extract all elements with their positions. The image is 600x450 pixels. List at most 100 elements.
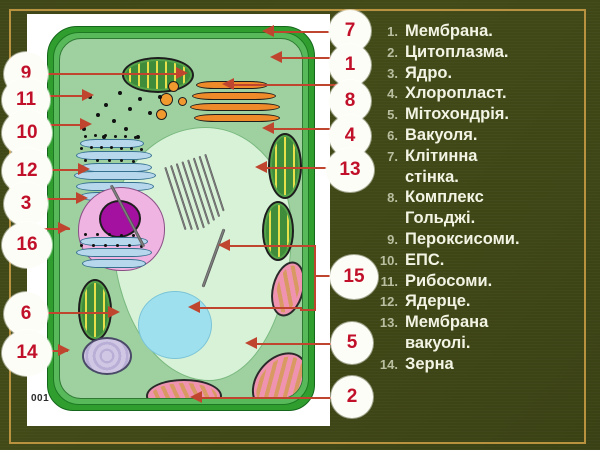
callout-3-label: 3 [20,193,32,214]
legend-label: Мітохондрія. [405,105,510,124]
bracket-15 [300,245,316,311]
legend-label: Ядро. [405,63,453,82]
callout-10-label: 10 [16,122,38,143]
chloroplast-left [78,279,112,341]
arrow-6 [108,306,120,318]
legend-item-7: 7. Клітинна [368,147,586,167]
callout-bubble-1[interactable]: 1 [329,44,371,86]
legend-label: Зерна [405,354,454,373]
callout-9-label: 9 [20,63,32,84]
leader-15-upper [228,245,302,247]
callout-15-label: 15 [343,266,365,287]
arrow-2 [190,391,202,403]
mitochondrion-bottom [146,379,222,398]
legend-label: Рибосоми. [405,271,493,290]
legend-number: 9. [387,231,398,247]
legend-number: 10. [379,252,398,268]
legend-number: 12. [379,294,398,310]
legend-item-10: 10. ЕПС. [368,251,586,271]
legend-number: 5. [387,107,398,123]
legend-item-7-cont: стінка. [368,168,586,188]
arrow-15-lower [188,301,200,313]
legend-label: Ядерце. [405,292,471,311]
legend-label: Мембрана [405,313,489,332]
leader-13 [265,167,345,169]
leader-16 [40,228,70,230]
legend-item-9: 9. Пероксисоми. [368,230,586,250]
callout-bubble-16[interactable]: 16 [2,222,52,268]
golgi-vesicle-1 [168,81,179,92]
ribosome [112,119,116,123]
callout-bubble-12[interactable]: 12 [2,148,52,194]
legend-number: 2. [387,44,398,60]
legend-item-3: 3.Ядро. [368,64,586,84]
legend-item-14: 14.Зерна [368,355,586,375]
peroxisome [82,337,132,375]
callout-12-label: 12 [16,160,38,181]
callout-bubble-2[interactable]: 2 [331,376,373,418]
callout-bubble-6[interactable]: 6 [4,292,48,336]
ribosome [102,135,106,139]
arrow-12 [78,163,90,175]
callout-bubble-15[interactable]: 15 [330,255,378,299]
legend-item-2: 2. Цитоплазма. [368,43,586,63]
callout-bubble-5[interactable]: 5 [331,322,373,364]
legend-item-11: 11. Рибосоми. [368,272,586,292]
leader-1 [280,57,342,59]
callout-5-label: 5 [346,332,358,353]
legend-item-12: 12. Ядерце. [368,292,586,312]
callout-bubble-13[interactable]: 13 [326,148,374,192]
ribosome [96,113,100,117]
callout-bubble-3[interactable]: 3 [4,182,48,226]
arrow-3 [76,192,88,204]
legend-number: 7. [387,148,398,164]
callout-1-label: 1 [344,54,356,75]
watermark-text: 001 [31,393,50,404]
arrow-14 [58,344,70,356]
legend-label: Мембрана. [405,22,493,40]
callout-bubble-14[interactable]: 14 [2,330,52,376]
legend-label-cont: стінка. [405,167,459,186]
ribosome [118,91,122,95]
callout-11-label: 11 [15,89,37,110]
arrow-8 [222,78,234,90]
legend-item-8: 8.Комплекс [368,188,586,208]
legend-item-13-cont: вакуолі. [368,334,586,354]
callout-14-label: 14 [16,342,38,363]
legend-label: Цитоплазма. [405,42,509,61]
arrow-5 [245,337,257,349]
ribosome [148,111,152,115]
leader-4 [272,128,342,130]
legend-label-cont: Гольджі. [405,209,476,228]
legend-number: 4. [387,86,398,102]
arrow-16 [58,222,70,234]
chloroplast-right-lower [262,201,294,261]
legend-label: Пероксисоми. [405,229,520,248]
legend-item-8-cont: Гольджі. [368,209,586,229]
leader-6 [38,312,116,314]
arrow-9 [176,67,188,79]
arrow-13 [255,161,267,173]
legend-label: Клітинна [405,146,478,165]
legend-number: 13. [379,315,398,331]
arrow-4 [262,122,274,134]
callout-2-label: 2 [346,386,358,407]
arrow-11 [82,89,94,101]
chloroplast-right [268,133,302,199]
legend-number: 11. [380,273,398,289]
leader-11 [40,95,84,97]
legend-label: ЕПС. [405,250,445,269]
callout-7-label: 7 [344,20,356,41]
golgi-vesicle-4 [178,97,187,106]
legend-item-4: 4. Хлоропласт. [368,84,586,104]
legend-label: Хлоропласт. [405,84,507,103]
golgi-vesicle-2 [160,93,173,106]
arrow-7 [262,25,274,37]
legend-label: Вакуоля. [405,125,478,144]
ribosome [128,107,132,111]
legend-label-cont: вакуолі. [405,333,471,352]
legend-item-1: 1.Мембрана. [368,22,586,42]
legend-item-13: 13. Мембрана [368,313,586,333]
legend-number: 8. [387,190,398,206]
